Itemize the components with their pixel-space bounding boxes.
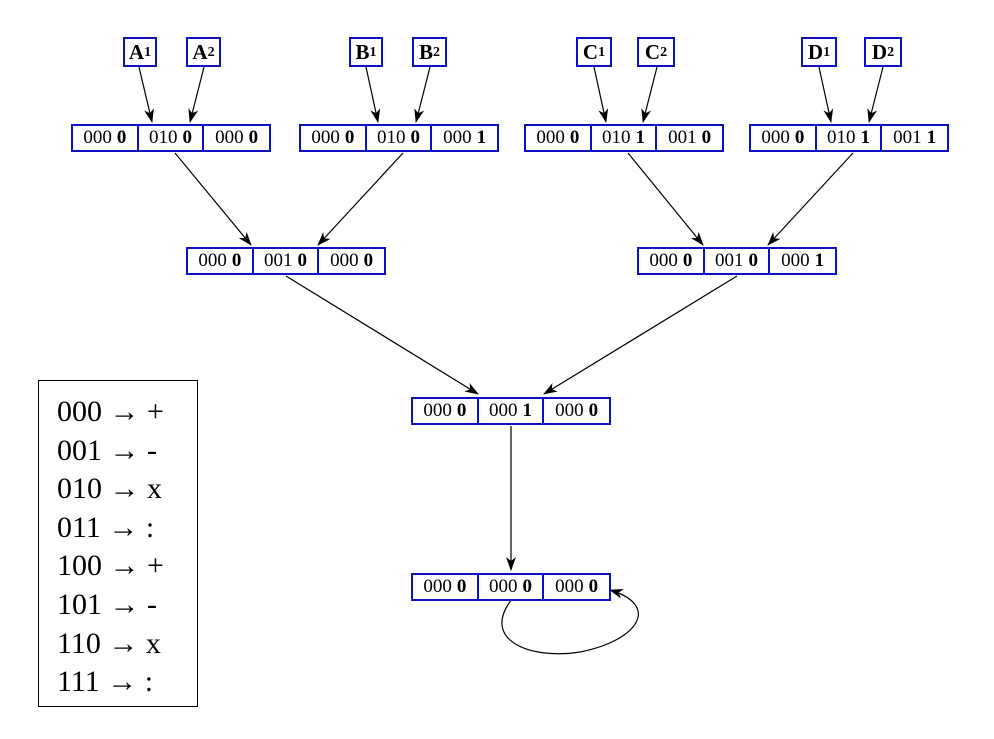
arrow-c2 xyxy=(641,66,658,123)
legend-box: 000 → + 001 → - 010 → x 011 → : 100 → + … xyxy=(38,380,198,707)
legend-row: 001 → - xyxy=(57,433,157,467)
arrow-d2 xyxy=(867,66,884,123)
legend-row: 010 → x xyxy=(57,472,162,506)
arrow-d1 xyxy=(818,66,834,123)
arrow-a1 xyxy=(138,66,154,123)
arrow-c1 xyxy=(593,66,609,123)
legend-row: 110 → x xyxy=(57,626,161,660)
legend-row: 100 → + xyxy=(57,549,164,583)
legend-row: 111 → : xyxy=(57,665,154,699)
arrow-b2 xyxy=(414,66,431,123)
arrow-b1 xyxy=(365,66,381,123)
self-loop-arrow xyxy=(501,588,639,655)
arrow-l2a-l3 xyxy=(285,275,479,395)
arrow-a2 xyxy=(188,66,205,123)
legend-row: 101 → - xyxy=(57,587,157,621)
legend-row: 011 → : xyxy=(57,510,155,544)
arrow-l2b-l3 xyxy=(543,275,738,395)
arrow-l1c-l2b xyxy=(627,152,704,246)
arrow-l1d-l2b xyxy=(767,152,854,246)
arrow-l1b-l2a xyxy=(317,152,404,246)
arrow-l1a-l2a xyxy=(174,152,252,246)
legend-row: 000 → + xyxy=(57,395,164,428)
